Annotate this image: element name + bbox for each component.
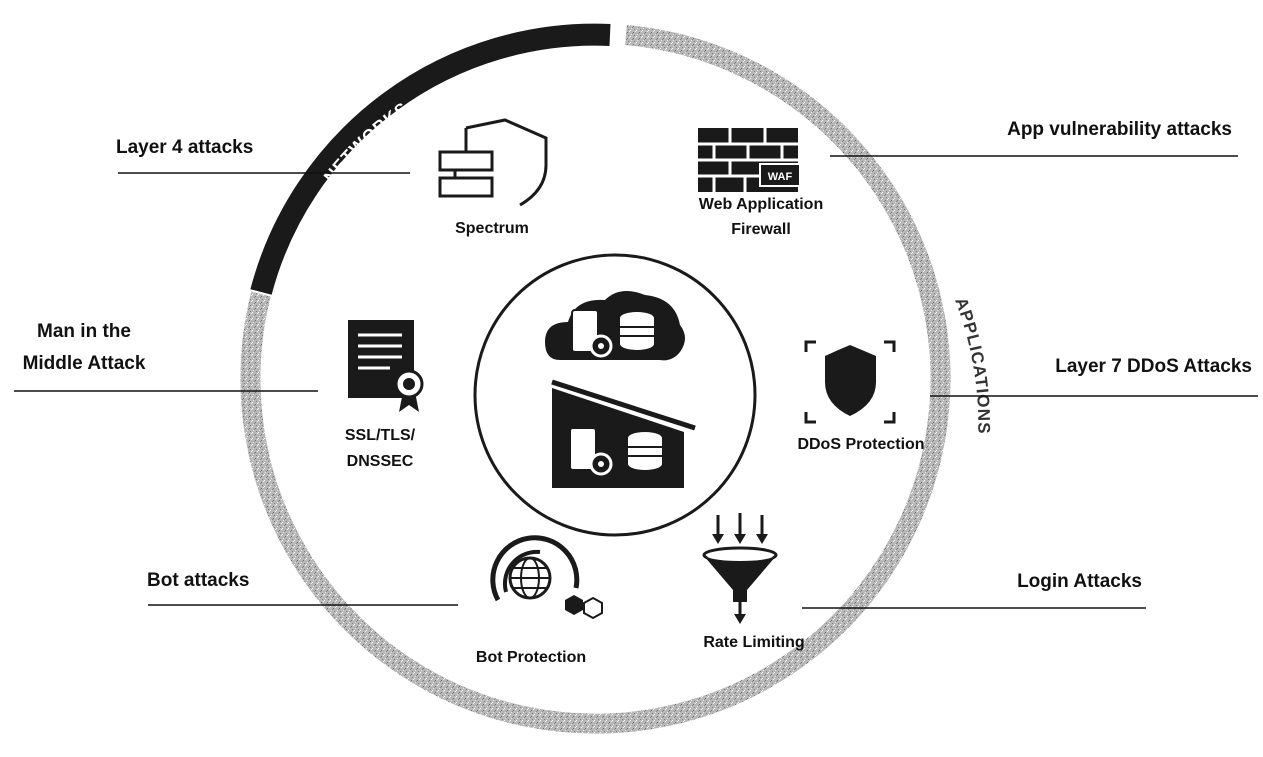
service-bot-label: Bot Protection	[476, 649, 586, 666]
attack-mitm-label-line2: Middle Attack	[23, 353, 146, 374]
on-premise-servers-icon	[551, 379, 696, 488]
attack-app-vuln-label: App vulnerability attacks	[1007, 119, 1232, 140]
applications-arc-label: APPLICATIONS	[951, 295, 993, 435]
service-ssl-label-line2: DNSSEC	[347, 453, 414, 470]
center-circle	[473, 253, 757, 537]
attack-mitm-label-line1: Man in the	[37, 321, 131, 342]
service-waf-label-line1: Web Application	[699, 196, 823, 213]
networks-ring	[250, 23, 611, 295]
funnel-icon	[702, 513, 778, 624]
shield-scan-icon	[804, 340, 896, 424]
service-waf-label-line2: Firewall	[731, 221, 791, 238]
attack-layer7-label: Layer 7 DDoS Attacks	[1055, 356, 1252, 377]
service-ssl-label-line1: SSL/TLS/	[345, 427, 416, 444]
attack-layer4-label: Layer 4 attacks	[116, 137, 253, 158]
service-spectrum-label: Spectrum	[455, 220, 529, 237]
attack-login-label: Login Attacks	[1017, 571, 1142, 592]
shield-server-icon	[438, 118, 548, 207]
brick-firewall-icon: WAF	[698, 128, 801, 192]
service-rate-label: Rate Limiting	[703, 634, 804, 651]
attack-bot-label: Bot attacks	[147, 570, 249, 591]
waf-badge: WAF	[768, 171, 793, 183]
service-ddos-label: DDoS Protection	[797, 436, 924, 453]
certificate-icon	[348, 320, 424, 412]
cloud-servers-icon	[545, 291, 685, 361]
globe-radar-icon	[490, 535, 603, 620]
